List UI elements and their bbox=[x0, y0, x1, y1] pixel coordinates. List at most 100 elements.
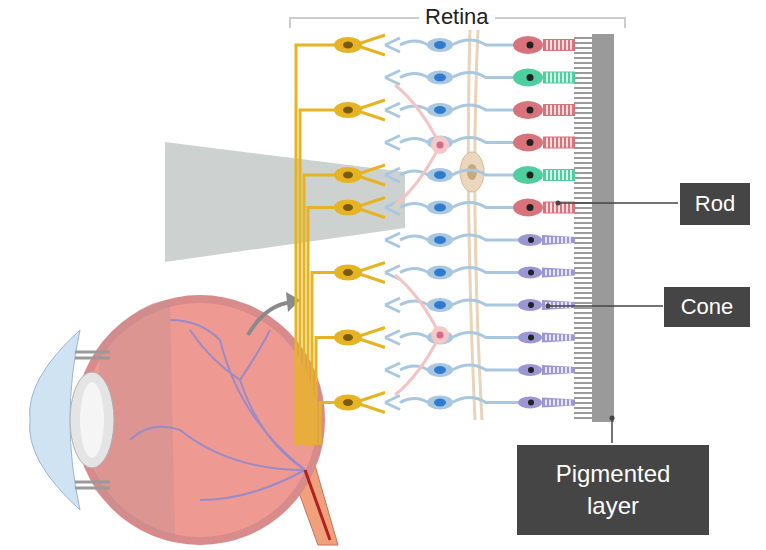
nucleus bbox=[343, 204, 353, 211]
bipolar-synapse bbox=[385, 103, 400, 117]
bipolar-cell bbox=[427, 168, 453, 182]
nucleus bbox=[434, 366, 446, 374]
disc bbox=[570, 170, 572, 180]
microvillus bbox=[574, 187, 592, 189]
disc bbox=[569, 367, 571, 373]
nucleus bbox=[434, 74, 446, 82]
ganglion-cell bbox=[334, 200, 362, 216]
disc bbox=[554, 170, 556, 180]
rod-body bbox=[513, 36, 543, 54]
disc bbox=[570, 105, 572, 115]
disc bbox=[550, 40, 552, 50]
microvillus bbox=[574, 217, 592, 219]
ganglion-axon bbox=[296, 45, 340, 445]
bipolar-cell bbox=[427, 233, 453, 247]
disc bbox=[549, 237, 551, 243]
rod-body bbox=[513, 69, 543, 87]
disc bbox=[546, 203, 548, 213]
disc bbox=[561, 367, 563, 373]
disc bbox=[554, 138, 556, 148]
microvillus bbox=[574, 87, 592, 89]
nucleus bbox=[528, 367, 534, 373]
microvillus bbox=[574, 297, 592, 299]
microvillus bbox=[574, 402, 592, 404]
microvillus bbox=[574, 152, 592, 154]
pigmented-layer-box: Pigmented layer bbox=[517, 445, 709, 535]
ganglion-cell bbox=[334, 167, 362, 183]
eyeball bbox=[30, 295, 338, 545]
disc bbox=[565, 237, 567, 243]
cone-axon bbox=[485, 304, 518, 307]
microvillus bbox=[574, 377, 592, 379]
disc bbox=[546, 138, 548, 148]
cone-axon bbox=[485, 336, 518, 339]
disc bbox=[557, 270, 559, 276]
bipolar-cell bbox=[427, 298, 453, 312]
disc bbox=[554, 73, 556, 83]
cone-outer-segment bbox=[542, 235, 575, 245]
disc bbox=[546, 105, 548, 115]
node-text: Pigmented layer bbox=[535, 458, 691, 523]
microvillus bbox=[574, 157, 592, 159]
rod-outer-segment bbox=[543, 72, 575, 84]
microvillus bbox=[574, 412, 592, 414]
microvillus bbox=[574, 67, 592, 69]
rod-body bbox=[513, 134, 543, 152]
ganglion-cell bbox=[334, 330, 362, 346]
nucleus bbox=[434, 301, 446, 309]
microvillus bbox=[574, 367, 592, 369]
nucleus bbox=[528, 335, 534, 341]
microvillus bbox=[574, 62, 592, 64]
microvillus bbox=[574, 127, 592, 129]
microvillus bbox=[574, 212, 592, 214]
light-beam bbox=[165, 142, 405, 262]
microvillus bbox=[574, 302, 592, 304]
disc bbox=[565, 335, 567, 341]
cone-body bbox=[518, 364, 542, 376]
nucleus bbox=[434, 41, 446, 49]
disc bbox=[565, 270, 567, 276]
ganglion-cell bbox=[334, 102, 362, 118]
cone-axon bbox=[485, 271, 518, 274]
nucleus bbox=[437, 142, 444, 149]
microvillus bbox=[574, 137, 592, 139]
disc bbox=[565, 400, 567, 406]
cone-axon bbox=[485, 369, 518, 372]
bipolar-cell bbox=[427, 363, 453, 377]
microvillus bbox=[574, 57, 592, 59]
disc bbox=[557, 302, 559, 308]
bipolar-synapse bbox=[385, 233, 400, 247]
ganglion-cell bbox=[334, 395, 362, 411]
cone-axon bbox=[485, 239, 518, 242]
microvillus bbox=[574, 227, 592, 229]
cone-body bbox=[518, 299, 542, 311]
disc bbox=[561, 237, 563, 243]
microvillus bbox=[574, 77, 592, 79]
node-text: Rod bbox=[695, 189, 735, 219]
rod-outer-segment bbox=[543, 104, 575, 116]
disc bbox=[569, 270, 571, 276]
disc bbox=[558, 105, 560, 115]
disc bbox=[550, 203, 552, 213]
leader-line bbox=[548, 305, 663, 307]
cone-outer-segment bbox=[542, 268, 575, 278]
disc bbox=[566, 138, 568, 148]
cone-body bbox=[518, 332, 542, 344]
bipolar-cell bbox=[427, 71, 453, 85]
microvillus bbox=[574, 92, 592, 94]
microvillus bbox=[574, 182, 592, 184]
disc bbox=[557, 237, 559, 243]
nucleus bbox=[343, 334, 353, 341]
disc bbox=[546, 170, 548, 180]
disc bbox=[569, 302, 571, 308]
cone-body bbox=[518, 397, 542, 409]
node-text: Cone bbox=[681, 292, 734, 322]
leader-dot bbox=[610, 416, 615, 421]
pigment-band bbox=[592, 34, 614, 422]
nucleus bbox=[434, 204, 446, 212]
microvillus bbox=[574, 147, 592, 149]
microvillus bbox=[574, 407, 592, 409]
ganglion-axon bbox=[300, 110, 340, 445]
disc bbox=[557, 367, 559, 373]
disc bbox=[562, 105, 564, 115]
